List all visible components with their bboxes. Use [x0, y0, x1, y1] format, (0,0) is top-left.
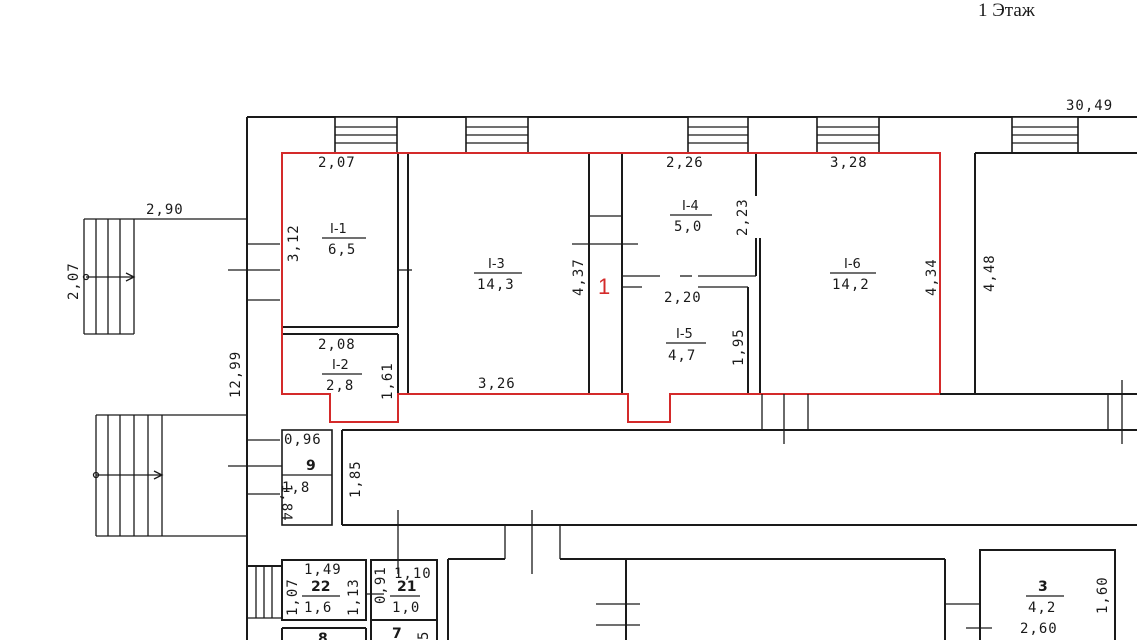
svg-text:1,6: 1,6: [304, 600, 332, 616]
svg-text:I-4: I-4: [682, 199, 699, 214]
room-labels: I-1 6,5 I-2 2,8 I-3 14,3 I-4 5,0 I-5 4,7…: [282, 199, 1064, 640]
dim-r9-height: 1,84: [278, 484, 294, 522]
dim-r3-height: 4,37: [571, 258, 587, 296]
svg-text:I-5: I-5: [676, 327, 693, 342]
svg-text:8: 8: [318, 631, 328, 640]
svg-text:14,2: 14,2: [832, 277, 870, 293]
dim-r22-height-b: 1,13: [346, 578, 362, 616]
room-22-label: 22 1,6: [302, 579, 340, 616]
dim-r1-height: 3,12: [286, 224, 302, 262]
svg-text:3: 3: [1038, 579, 1048, 595]
dim-r3-width: 3,26: [478, 376, 516, 392]
dim-building-depth: 12,99: [228, 351, 244, 398]
left-stair-bottom: [92, 414, 300, 537]
lower-features: [397, 510, 1116, 640]
svg-text:I-1: I-1: [330, 222, 347, 237]
dim-total-width: 30,49: [1066, 98, 1113, 114]
dim-r2-width: 2,08: [318, 337, 356, 353]
dim-r21-height: 0,91: [373, 566, 389, 604]
svg-text:4,7: 4,7: [668, 348, 696, 364]
room-8-label: 8: [318, 631, 328, 640]
dim-r6-height: 4,34: [924, 258, 940, 296]
svg-text:5,0: 5,0: [674, 219, 702, 235]
room-3-label: 3 4,2: [1026, 579, 1064, 616]
svg-text:I-3: I-3: [488, 257, 505, 272]
svg-text:21: 21: [397, 579, 416, 595]
right-room: [974, 152, 1137, 395]
dimension-labels: 30,49 2,90 2,07 12,99 2,07 3,12 2,08 1,6…: [66, 98, 1113, 637]
dim-stair-depth: 2,07: [66, 262, 82, 300]
room-i5-label: I-5 4,7: [666, 327, 706, 364]
svg-text:14,3: 14,3: [477, 277, 515, 293]
svg-text:22: 22: [311, 579, 330, 595]
room-i3-label: I-3 14,3: [474, 257, 522, 293]
dim-r3b-height: 1,60: [1095, 576, 1111, 614]
small-rooms: [247, 559, 438, 640]
dim-r4-height: 2,23: [735, 198, 751, 236]
svg-text:1,8: 1,8: [282, 480, 310, 496]
room-i2-label: I-2 2,8: [322, 358, 362, 394]
dim-r22-width: 1,49: [304, 562, 342, 578]
left-stair-top: [82, 218, 280, 335]
svg-text:I-2: I-2: [332, 358, 349, 373]
svg-text:2,8: 2,8: [326, 378, 354, 394]
dim-r6-width: 3,28: [830, 155, 868, 171]
svg-text:4,2: 4,2: [1028, 600, 1056, 616]
upper-interior-walls: [282, 153, 761, 393]
room-9-label: 9 1,8: [282, 458, 332, 496]
room-21-label: 21 1,0: [390, 579, 420, 616]
room-7-label: 7 5: [392, 626, 432, 640]
dim-corridor-height: 1,85: [348, 460, 364, 498]
floor-label: 1 Этаж: [978, 0, 1036, 21]
svg-text:6,5: 6,5: [328, 242, 356, 258]
room-i4-label: I-4 5,0: [670, 199, 712, 235]
dim-r1-width: 2,07: [318, 155, 356, 171]
room-i6-label: I-6 14,2: [830, 257, 876, 293]
room-i1-label: I-1 6,5: [322, 222, 366, 258]
dim-r2-height: 1,61: [380, 362, 396, 400]
dim-r21-width: 1,10: [394, 566, 432, 582]
svg-text:9: 9: [306, 458, 316, 474]
dim-r5-height: 1,95: [731, 328, 747, 366]
dim-r22-height-a: 1,07: [285, 578, 301, 616]
corridor: [281, 429, 1137, 526]
svg-text:1,0: 1,0: [392, 600, 420, 616]
selection-marker: 1: [598, 274, 610, 299]
svg-text:7: 7: [392, 626, 402, 640]
dim-r9-width: 0,96: [284, 432, 322, 448]
dim-right-height: 4,48: [982, 254, 998, 292]
svg-text:5: 5: [416, 631, 432, 640]
dim-r4-width: 2,26: [666, 155, 704, 171]
dim-stair-width: 2,90: [146, 202, 184, 218]
svg-text:I-6: I-6: [844, 257, 861, 272]
top-windows: [334, 116, 1079, 154]
dim-r3b-width: 2,60: [1020, 621, 1058, 637]
dim-r5-width: 2,20: [664, 290, 702, 306]
upper-lower-wall: [761, 380, 1123, 444]
